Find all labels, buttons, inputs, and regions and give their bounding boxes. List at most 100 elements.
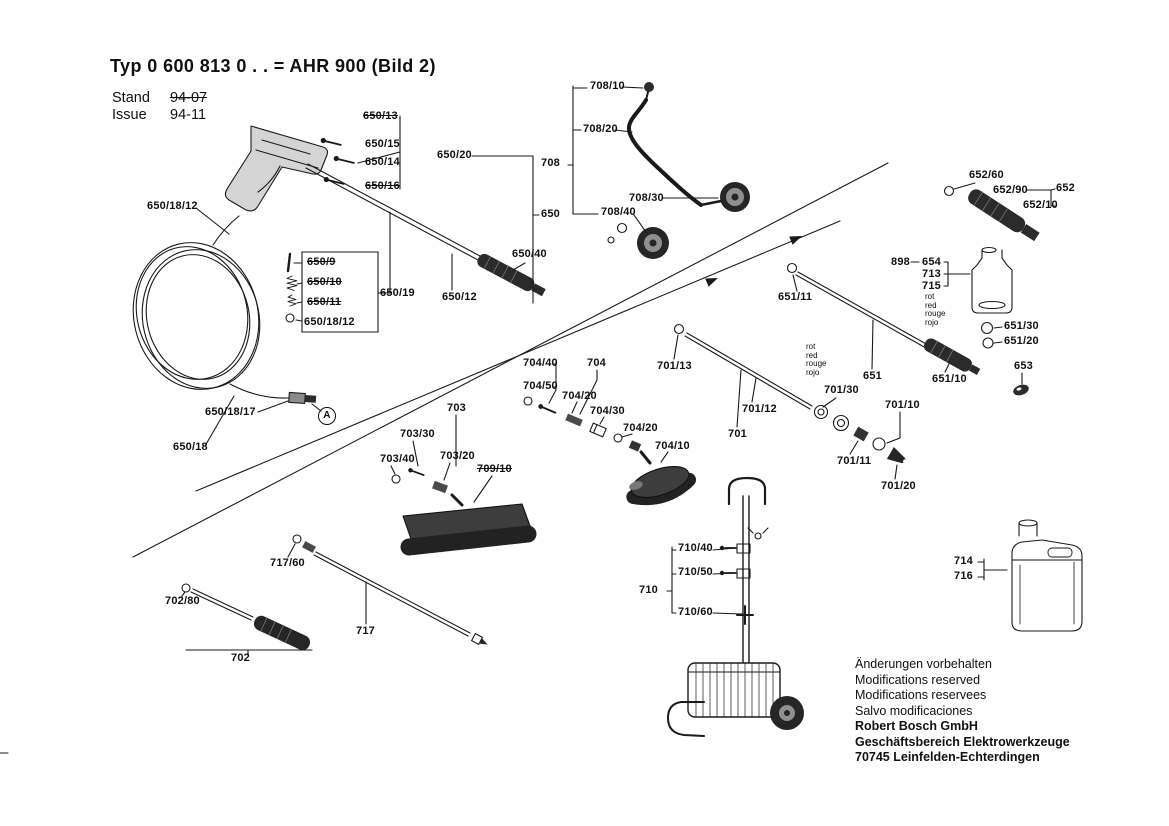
part-label-652-10: 652/10	[1023, 199, 1058, 211]
title-model: AHR 900 (Bild 2)	[289, 56, 436, 76]
part-label-701-12: 701/12	[742, 403, 777, 415]
detail-marker-a: A	[318, 407, 336, 425]
part-label-710-60: 710/60	[678, 606, 713, 618]
part-label-703: 703	[447, 402, 466, 414]
part-label-652-60: 652/60	[969, 169, 1004, 181]
part-label-708-40: 708/40	[601, 206, 636, 218]
stand-line: Stand 94-07	[112, 90, 207, 106]
part-label-650-10: 650/10	[307, 276, 342, 288]
stand-value: 94-07	[170, 90, 208, 106]
spray-lance-drawing	[305, 155, 546, 304]
stand-label: Stand	[112, 90, 150, 106]
part-label-650-20: 650/20	[437, 149, 472, 161]
adapter-parts-drawing	[523, 360, 669, 463]
cart-drawing	[666, 476, 804, 737]
part-label-650-13: 650/13	[363, 110, 398, 122]
part-label-898: 898	[891, 256, 910, 268]
part-label-650-19: 650/19	[380, 287, 415, 299]
part-label-654: 654	[922, 256, 941, 268]
part-label-703-20: 703/20	[440, 450, 475, 462]
part-label-701-10: 701/10	[885, 399, 920, 411]
part-label-704: 704	[587, 357, 606, 369]
footer-line: Modifications reserved	[855, 672, 981, 687]
handle-702-drawing	[181, 583, 313, 655]
wash-brush-drawing	[390, 414, 537, 556]
part-label-715: 715	[922, 280, 941, 292]
part-label-652-90: 652/90	[993, 184, 1028, 196]
hose-reel-drawing	[567, 82, 750, 259]
part-label-651-10: 651/10	[932, 373, 967, 385]
diagram-title: Typ 0 600 813 0 . . = AHR 900 (Bild 2)	[110, 56, 436, 77]
part-label-708-20: 708/20	[583, 123, 618, 135]
lance-717-drawing	[287, 534, 488, 645]
part-label-704-20: 704/20	[562, 390, 597, 402]
part-label-651: 651	[863, 370, 882, 382]
part-label-650-18-12: 650/18/12	[147, 200, 198, 212]
part-label-710-40: 710/40	[678, 542, 713, 554]
part-label-708: 708	[541, 157, 560, 169]
part-label-650-14: 650/14	[365, 156, 400, 168]
part-label-704-40: 704/40	[523, 357, 558, 369]
assembly-axis-lines	[0, 162, 889, 754]
footer-line: Salvo modificaciones	[855, 703, 973, 718]
part-label-702: 702	[231, 652, 250, 664]
part-label-713: 713	[922, 268, 941, 280]
part-label-708-30: 708/30	[629, 192, 664, 204]
part-label-650-11: 650/11	[307, 296, 342, 308]
part-label-717-60: 717/60	[270, 557, 305, 569]
part-label-701-13: 701/13	[657, 360, 692, 372]
part-label-716: 716	[954, 570, 973, 582]
title-typ: Typ	[110, 56, 142, 76]
part-label-702-80: 702/80	[165, 595, 200, 607]
part-label-650-9: 650/9	[307, 256, 336, 268]
part-label-701-20: 701/20	[881, 480, 916, 492]
part-label-653: 653	[1014, 360, 1033, 372]
part-label-651-30: 651/30	[1004, 320, 1039, 332]
part-label-708-10: 708/10	[590, 80, 625, 92]
part-label-650-18-12: 650/18/12	[304, 316, 355, 328]
part-label-701-30: 701/30	[824, 384, 859, 396]
part-label-703-40: 703/40	[380, 453, 415, 465]
issue-line: Issue 94-11	[112, 107, 206, 123]
part-label-704-30: 704/30	[590, 405, 625, 417]
footer-line: Robert Bosch GmbH	[855, 719, 978, 733]
part-label-650: 650	[541, 208, 560, 220]
part-label-rot-red-rouge-rojo: rot red rouge rojo	[806, 342, 827, 377]
canister-drawing	[977, 519, 1083, 632]
footer-line: Änderungen vorbehalten	[855, 657, 992, 671]
part-label-651-11: 651/11	[778, 291, 813, 303]
part-label-652: 652	[1056, 182, 1075, 194]
part-label-650-16: 650/16	[365, 180, 400, 192]
part-label-704-10: 704/10	[655, 440, 690, 452]
detergent-nozzle-drawing	[943, 182, 1057, 242]
part-label-714: 714	[954, 555, 973, 567]
title-type-number: 0 600 813 0 . . =	[147, 56, 285, 76]
footer-line: Geschäftsbereich Elektrowerkzeuge	[855, 734, 1070, 749]
part-label-717: 717	[356, 625, 375, 637]
part-label-651-20: 651/20	[1004, 335, 1039, 347]
lance-651-drawing	[786, 262, 1029, 396]
part-label-701-11: 701/11	[837, 455, 872, 467]
round-brush-drawing	[626, 450, 698, 506]
gun-small-parts-drawing	[285, 251, 379, 333]
part-label-703-30: 703/30	[400, 428, 435, 440]
part-label-704-50: 704/50	[523, 380, 558, 392]
footer-line: Modifications reservees	[855, 688, 987, 702]
part-label-650-15: 650/15	[365, 138, 400, 150]
part-label-710-50: 710/50	[678, 566, 713, 578]
lance-701-drawing	[673, 323, 908, 480]
part-label-710: 710	[639, 584, 658, 596]
footer-line: 70745 Leinfelden-Echterdingen	[855, 750, 1040, 764]
issue-value: 94-11	[170, 107, 207, 123]
part-label-650-12: 650/12	[442, 291, 477, 303]
part-label-704-20: 704/20	[623, 422, 658, 434]
part-label-650-18-17: 650/18/17	[205, 406, 256, 418]
part-label-650-18: 650/18	[173, 441, 208, 453]
part-label-701: 701	[728, 428, 747, 440]
part-label-rot-red-rouge-rojo: rot red rouge rojo	[925, 292, 946, 327]
issue-label: Issue	[112, 107, 147, 123]
